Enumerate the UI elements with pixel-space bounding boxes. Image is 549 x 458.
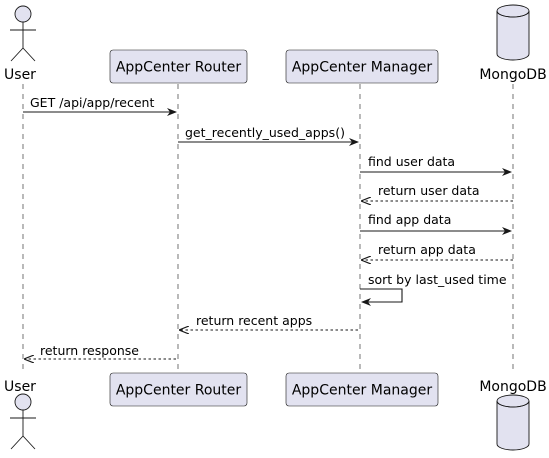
participant-label-db-bottom: MongoDB bbox=[479, 379, 546, 395]
message-label: return recent apps bbox=[196, 313, 312, 328]
message-find-app-data: find app data bbox=[360, 212, 512, 235]
database-mongodb-bottom: MongoDB bbox=[479, 379, 547, 451]
participant-label-manager-top: AppCenter Manager bbox=[292, 60, 433, 76]
message-get-recently-used-apps: get_recently_used_apps() bbox=[178, 125, 359, 146]
message-find-user-data: find user data bbox=[360, 154, 512, 176]
participant-router-bottom: AppCenter Router bbox=[109, 372, 248, 407]
participant-label-user-bottom: User bbox=[4, 379, 36, 395]
participant-manager-top: AppCenter Manager bbox=[285, 49, 439, 84]
database-mongodb-top: MongoDB bbox=[479, 4, 547, 83]
participant-label-db-top: MongoDB bbox=[479, 67, 546, 83]
participant-manager-bottom: AppCenter Manager bbox=[285, 372, 439, 407]
message-return-user-data: return user data bbox=[362, 183, 513, 201]
message-label: sort by last_used time bbox=[368, 272, 507, 287]
participant-label-router-bottom: AppCenter Router bbox=[116, 383, 242, 399]
message-return-recent-apps: return recent apps bbox=[180, 313, 358, 330]
message-label: get_recently_used_apps() bbox=[185, 125, 345, 140]
message-get-api-app-recent: GET /api/app/recent bbox=[23, 95, 177, 116]
message-label: find user data bbox=[368, 154, 455, 169]
message-label: find app data bbox=[368, 212, 451, 227]
participant-label-router-top: AppCenter Router bbox=[116, 60, 242, 76]
message-label: return user data bbox=[378, 183, 480, 198]
actor-user-top: User bbox=[4, 5, 36, 83]
message-label: GET /api/app/recent bbox=[30, 95, 154, 110]
message-return-response: return response bbox=[25, 343, 176, 359]
participant-label-user-top: User bbox=[4, 67, 36, 83]
message-label: return app data bbox=[378, 242, 476, 257]
participant-label-manager-bottom: AppCenter Manager bbox=[292, 383, 433, 399]
actor-user-bottom: User bbox=[4, 379, 36, 450]
message-sort-by-last-used: sort by last_used time bbox=[360, 272, 507, 306]
participant-router-top: AppCenter Router bbox=[109, 49, 248, 84]
message-label: return response bbox=[40, 343, 139, 358]
message-return-app-data: return app data bbox=[362, 242, 513, 260]
